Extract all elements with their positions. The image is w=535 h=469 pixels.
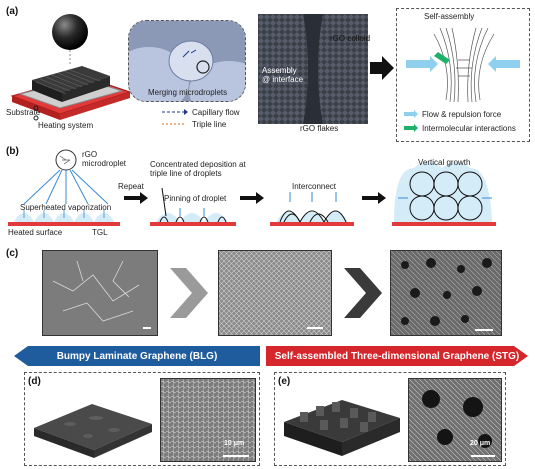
chevron-icon-1 xyxy=(170,268,208,318)
label-flow-force: Flow & repulsion force xyxy=(422,110,502,119)
panel-d-letter: (d) xyxy=(28,376,41,387)
label-merging: Merging microdroplets xyxy=(148,88,228,97)
blg-3d-render xyxy=(34,404,152,458)
label-substrate: Substrate xyxy=(6,108,41,117)
legend-lines xyxy=(162,109,188,125)
panel-d-box xyxy=(24,372,260,466)
label-triple-line: Triple line xyxy=(192,120,227,129)
label-concentrated: Concentrated deposition at triple line o… xyxy=(150,160,246,178)
label-rgo-flakes: rGO flakes xyxy=(300,124,339,133)
panel-a-letter: (a) xyxy=(6,6,19,17)
panel-e-box xyxy=(274,372,506,466)
label-repeat: Repeat xyxy=(118,182,144,191)
sem-image-1 xyxy=(42,250,158,336)
panel-b-letter: (b) xyxy=(6,146,19,157)
panel-c-letter: (c) xyxy=(6,248,19,259)
chevron-icon-2 xyxy=(344,268,382,318)
stg-band-label: Self-assembled Three-dimensional Graphen… xyxy=(274,350,520,362)
merging-inset xyxy=(128,20,246,102)
label-vertical-growth: Vertical growth xyxy=(418,158,471,167)
sem-image-2 xyxy=(218,250,332,336)
label-pinning: Pinning of droplet xyxy=(164,194,227,203)
blg-sem-image xyxy=(160,378,256,462)
stg-sem-image xyxy=(408,378,502,462)
label-interconnect: Interconnect xyxy=(292,182,337,191)
label-assembly-interface: Assembly @ interface xyxy=(262,66,304,84)
scale-bar-d: 10 μm xyxy=(224,440,245,447)
label-capillary: Capillary flow xyxy=(192,108,240,117)
scale-bar-e: 20 μm xyxy=(470,440,491,447)
sem-image-3 xyxy=(390,250,502,336)
self-assembly-structure xyxy=(406,27,520,103)
panel-a-substrate-illustration xyxy=(10,14,132,121)
label-heated-surface: Heated surface xyxy=(8,228,63,237)
droplet-sphere xyxy=(52,14,88,50)
label-superheated: Superheated vaporization xyxy=(20,203,112,212)
stg-band: Self-assembled Three-dimensional Graphen… xyxy=(266,346,528,366)
panel-e-letter: (e) xyxy=(278,376,291,387)
label-rgo-microdroplet: rGO microdroplet xyxy=(82,150,127,168)
label-intermolecular: Intermolecular interactions xyxy=(422,124,516,133)
rgo-colloid-render xyxy=(258,14,368,124)
blg-band: Bumpy Laminate Graphene (BLG) xyxy=(14,346,260,366)
label-self-assembly: Self-assembly xyxy=(424,12,475,21)
label-tgl: TGL xyxy=(92,228,108,237)
self-assembly-box xyxy=(396,8,530,142)
label-heating-system: Heating system xyxy=(38,121,94,130)
merging-droplets-drawing xyxy=(129,21,245,101)
arrow-to-self-assembly xyxy=(370,56,394,80)
blg-band-label: Bumpy Laminate Graphene (BLG) xyxy=(56,350,218,362)
panel-b-process xyxy=(8,149,496,226)
legend-arrows xyxy=(404,110,418,132)
stg-3d-render xyxy=(284,400,400,456)
label-rgo-colloid: rGO colloid xyxy=(330,34,371,43)
